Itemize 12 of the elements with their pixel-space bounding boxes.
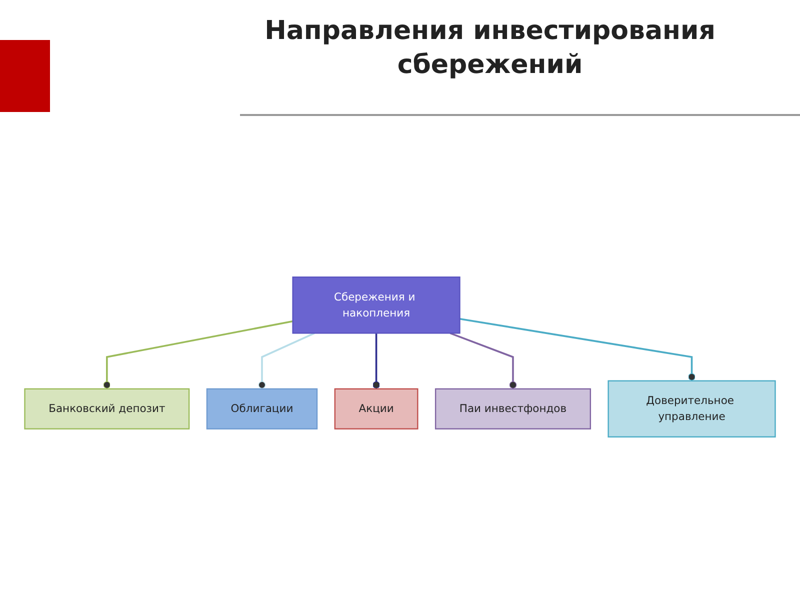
connector [450, 332, 517, 389]
node-box: Банковский депозит [24, 388, 190, 430]
connector [258, 332, 315, 389]
node-box: Паи инвестфондов [434, 388, 592, 430]
node-box: Облигации [206, 388, 318, 430]
title: Направления инвестирования сбережений [264, 15, 716, 82]
connector [372, 333, 380, 389]
node-box: Сбережения и накопления [292, 276, 460, 334]
node-box: Акции [334, 388, 418, 430]
node-box: Доверительное управление [608, 380, 776, 438]
connector [103, 320, 293, 389]
connector [460, 318, 696, 381]
